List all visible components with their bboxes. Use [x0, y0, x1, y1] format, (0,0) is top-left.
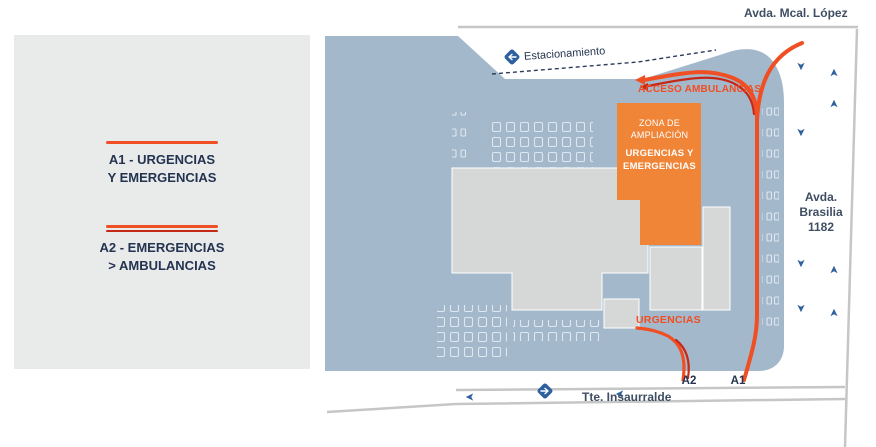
buildings	[451, 103, 731, 329]
building-small-south	[603, 298, 640, 329]
expansion-line3: URGENCIAS Y	[625, 148, 694, 160]
parking-dashed-line	[491, 49, 717, 75]
entry-a1-label: A1	[730, 375, 746, 387]
urgencias-label: URGENCIAS	[636, 314, 701, 326]
legend-a2-line2: > AMBULANCIAS	[108, 257, 216, 273]
legend-a1-line2: Y EMERGENCIAS	[107, 169, 217, 185]
legend-a1-line	[106, 141, 218, 144]
parking-sign-icon	[504, 49, 520, 65]
parking-icons	[437, 98, 779, 357]
route-a2-bottom	[635, 326, 686, 382]
legend-a2-line1: A2 - EMERGENCIAS	[99, 240, 225, 255]
street-right-label: Avda. Brasilia 1182	[792, 190, 850, 235]
legend-a1-label: A1 - URGENCIAS Y EMERGENCIAS	[14, 151, 310, 186]
legend-a1-line1: A1 - URGENCIAS	[108, 152, 216, 167]
street-sign-icon	[537, 383, 553, 399]
ambulance-arrowhead-icon	[635, 75, 645, 85]
routes	[635, 41, 804, 382]
expansion-line2: AMPLIACIÓN	[630, 130, 689, 141]
route-a2-red	[646, 76, 756, 116]
legend-a2-line-orange	[106, 225, 218, 228]
ambulance-arrowhead-red-icon	[640, 83, 648, 91]
street-right-line3: 1182	[807, 220, 835, 234]
expansion-building-label: ZONA DE AMPLIACIÓN URGENCIAS Y EMERGENCI…	[617, 117, 702, 174]
legend-item-a2: A2 - EMERGENCIAS > AMBULANCIAS	[14, 225, 310, 274]
legend-panel: A1 - URGENCIAS Y EMERGENCIAS A2 - EMERGE…	[14, 35, 310, 369]
legend-a2-line-red	[106, 229, 218, 232]
street-top-label: Avda. Mcal. López	[744, 6, 848, 20]
street-bottom-label: Tte. Insaurralde	[582, 390, 672, 404]
route-a1-top-stub	[755, 41, 804, 122]
building-expansion-orange	[617, 103, 701, 245]
building-east-low	[649, 246, 703, 311]
expansion-line4: EMERGENCIAS	[623, 161, 696, 173]
street-right-line2: Brasilia	[799, 205, 843, 219]
street-right-line1: Avda.	[804, 190, 838, 204]
building-right-strip	[702, 206, 731, 311]
ambulance-access-label: ACCESO AMBULANCIAS	[638, 84, 762, 95]
route-a1	[642, 70, 759, 382]
route-a2-bottom-red	[674, 338, 690, 380]
entry-a2-label: A2	[681, 375, 697, 387]
legend-item-a1: A1 - URGENCIAS Y EMERGENCIAS	[14, 141, 310, 186]
legend-a2-label: A2 - EMERGENCIAS > AMBULANCIAS	[14, 239, 310, 274]
roads	[326, 25, 859, 447]
expansion-line1: ZONA DE	[639, 118, 680, 128]
